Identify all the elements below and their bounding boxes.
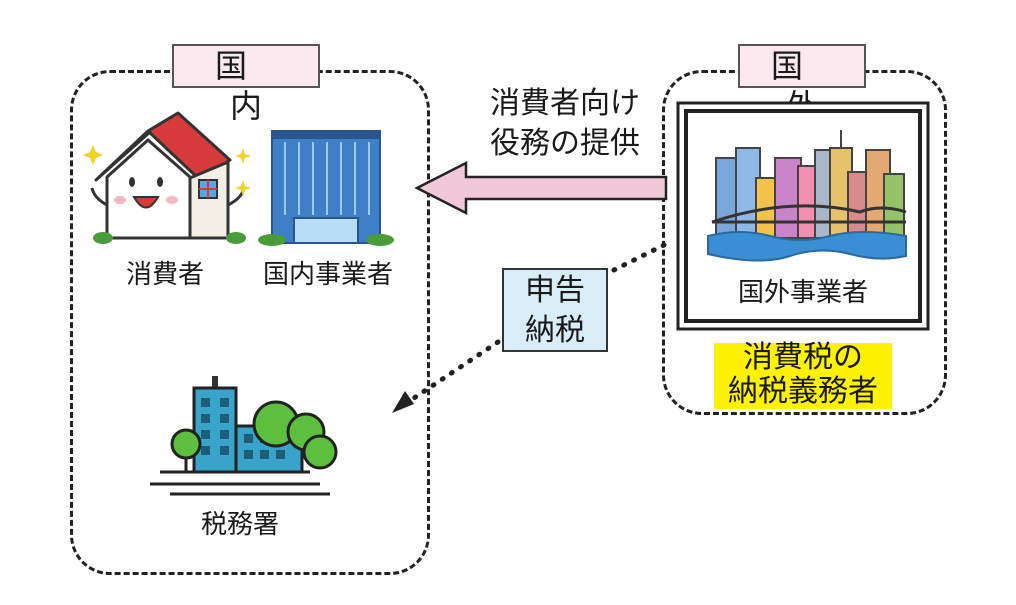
service-label-line2: 役務の提供 — [490, 126, 640, 161]
taxpayer-highlight — [714, 343, 892, 409]
domestic-business-label: 国内事業者 — [262, 260, 393, 290]
foreign-business-frame-inner — [684, 109, 922, 323]
domestic-tab: 国 内 — [172, 44, 320, 125]
tax-office-illustration — [150, 376, 338, 496]
service-label-line1: 消費者向け — [490, 86, 640, 121]
city-illustration — [707, 130, 907, 262]
office-building-illustration — [258, 130, 394, 246]
service-arrow — [414, 160, 668, 216]
foreign-business-label: 国外事業者 — [737, 278, 868, 308]
filing-box: 申告 納税 — [502, 268, 608, 352]
taxpayer-label: 消費税の 納税義務者 — [714, 341, 892, 409]
taxpayer-label-line1: 消費税の — [743, 340, 863, 375]
filing-label-line2: 納税 — [525, 313, 585, 348]
tax-office-label: 税務署 — [200, 510, 279, 540]
filing-arrowhead — [392, 391, 414, 413]
consumer-label: 消費者 — [125, 260, 204, 290]
filing-arrow-line-lower — [405, 339, 501, 405]
taxpayer-label-line2: 納税義務者 — [728, 374, 878, 409]
filing-label-line1: 申告 — [525, 273, 585, 308]
domestic-tab-label: 国 内 — [214, 47, 292, 125]
service-label: 消費者向け 役務の提供 — [470, 84, 660, 164]
house-illustration — [83, 111, 251, 244]
filing-arrow-line-upper — [607, 242, 667, 275]
